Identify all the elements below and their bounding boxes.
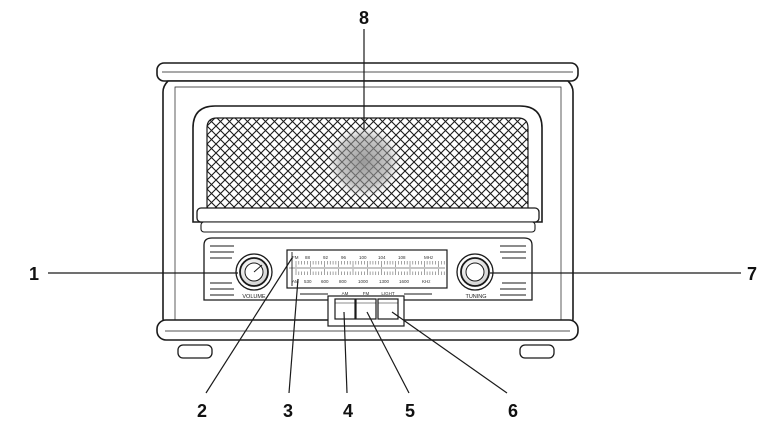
right-panel-ridges bbox=[500, 245, 526, 296]
fm-button-label: FM bbox=[363, 291, 370, 296]
fm-scale-ticks bbox=[295, 261, 445, 267]
light-button[interactable] bbox=[377, 298, 399, 320]
fm-button[interactable] bbox=[355, 298, 377, 320]
callout-5: 5 bbox=[405, 401, 415, 421]
fm-scale-label: 88 bbox=[305, 255, 311, 260]
callout-3: 3 bbox=[283, 401, 293, 421]
tuning-knob[interactable] bbox=[456, 253, 494, 291]
callout-1: 1 bbox=[29, 264, 39, 284]
volume-label: VOLUME bbox=[242, 294, 266, 300]
tuning-label: TUNING bbox=[465, 294, 486, 300]
callout-8: 8 bbox=[359, 8, 369, 28]
callout-7: 7 bbox=[747, 264, 757, 284]
am-scale-label: 600 bbox=[321, 279, 329, 284]
am-band-label: AM bbox=[292, 279, 299, 284]
callout-6: 6 bbox=[508, 401, 518, 421]
dial-window[interactable]: FM 88 92 96 100 104 108 MHz AM 530 600 8… bbox=[286, 249, 448, 289]
am-scale-ticks bbox=[295, 269, 445, 275]
left-panel-ridges bbox=[210, 245, 234, 296]
fm-scale-label: 96 bbox=[341, 255, 347, 260]
am-unit-label: KHz bbox=[422, 279, 431, 284]
am-scale-label: 1600 bbox=[399, 279, 410, 284]
radio-feet bbox=[177, 344, 555, 359]
fm-scale-label: 92 bbox=[323, 255, 329, 260]
callout-2: 2 bbox=[197, 401, 207, 421]
volume-knob[interactable] bbox=[235, 253, 273, 291]
am-scale-label: 1300 bbox=[379, 279, 390, 284]
am-scale-label: 1000 bbox=[358, 279, 369, 284]
callout-leader-lines bbox=[48, 29, 741, 394]
callout-4: 4 bbox=[343, 401, 353, 421]
am-scale-label: 530 bbox=[304, 279, 312, 284]
fm-scale-label: 100 bbox=[359, 255, 367, 260]
speaker-grille bbox=[192, 105, 543, 233]
light-button-label: LIGHT bbox=[381, 291, 395, 296]
speaker-shade bbox=[328, 126, 400, 198]
fm-scale-label: 104 bbox=[378, 255, 386, 260]
am-button[interactable] bbox=[334, 298, 356, 320]
fm-scale-label: 108 bbox=[398, 255, 406, 260]
fm-band-label: FM bbox=[292, 255, 299, 260]
fm-unit-label: MHz bbox=[424, 255, 434, 260]
am-button-label: AM bbox=[342, 291, 349, 296]
am-scale-label: 800 bbox=[339, 279, 347, 284]
